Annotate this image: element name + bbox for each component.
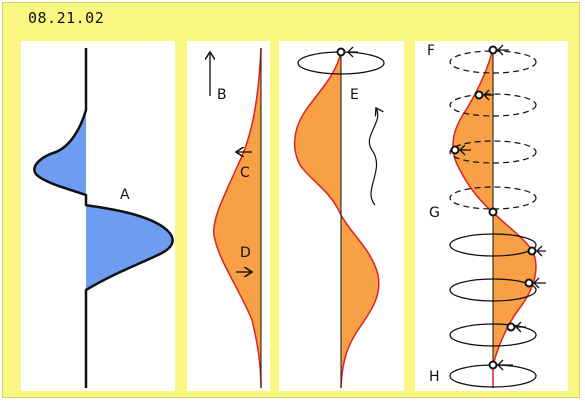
date-label: 08.21.02: [28, 9, 105, 27]
wavy-arrow-icon: [368, 108, 377, 206]
helix-fgh: F G H: [427, 43, 546, 388]
label-a: A: [120, 187, 130, 203]
label-d: D: [240, 245, 251, 261]
label-c: C: [240, 165, 250, 181]
arrow-left-icon: [347, 46, 358, 58]
label-h: H: [429, 369, 440, 385]
wavelet-a: A: [33, 47, 174, 388]
label-f: F: [427, 43, 435, 59]
wave-e: E: [293, 46, 385, 389]
node-top: [336, 47, 346, 57]
label-g: G: [429, 205, 440, 221]
label-e: E: [350, 87, 359, 103]
label-b: B: [217, 87, 227, 103]
pulse-bcd: B C D: [210, 47, 262, 389]
